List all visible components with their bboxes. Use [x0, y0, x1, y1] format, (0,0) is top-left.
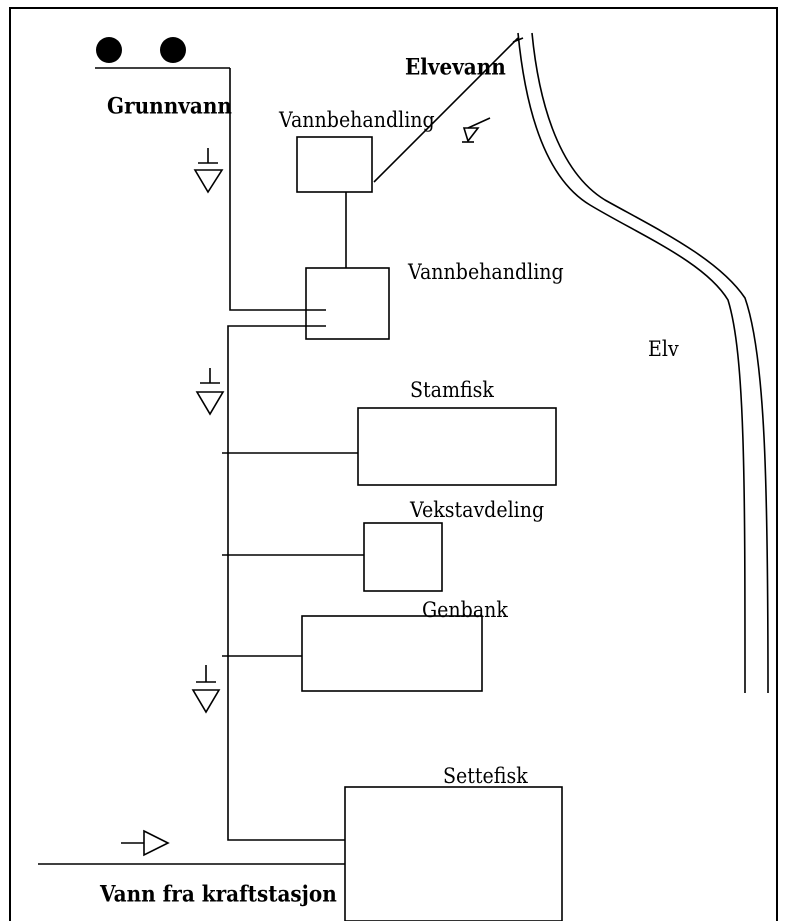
label-elv: Elv — [648, 337, 679, 362]
water-level-icon — [193, 148, 224, 194]
water-level-icon — [191, 665, 221, 714]
label-stamfisk: Stamfisk — [410, 378, 494, 403]
distribution-main-line — [227, 325, 345, 841]
diagram-frame — [9, 7, 778, 921]
well-icon — [96, 37, 122, 63]
label-vannbehandling-top: Vannbehandling — [279, 108, 435, 133]
river-intake-tick — [512, 37, 524, 43]
label-vekstavdeling: Vekstavdeling — [410, 498, 545, 523]
box-vekstavdeling — [363, 522, 443, 592]
box-stamfisk — [357, 407, 557, 486]
box-settefisk — [344, 786, 563, 921]
box-genbank — [301, 615, 483, 692]
well-icon — [160, 37, 186, 63]
label-grunnvann: Grunnvann — [107, 92, 232, 119]
box-vannbehandling-top — [296, 136, 373, 193]
box-vannbehandling-main — [305, 267, 390, 340]
river-level-icon — [462, 117, 491, 143]
river-bank-right — [531, 32, 769, 694]
label-settefisk: Settefisk — [443, 764, 528, 789]
label-vannbehandling-main: Vannbehandling — [408, 260, 564, 285]
label-elvevann: Elvevann — [405, 53, 506, 80]
flow-arrow-icon — [121, 829, 170, 857]
river-intake-pipe — [373, 37, 519, 183]
label-genbank: Genbank — [422, 598, 508, 623]
label-vann-fra-kraftstasjon: Vann fra kraftstasjon — [100, 880, 337, 907]
water-level-icon — [195, 368, 225, 416]
groundwater-pipe — [229, 68, 326, 311]
river-bank-left — [517, 32, 746, 694]
